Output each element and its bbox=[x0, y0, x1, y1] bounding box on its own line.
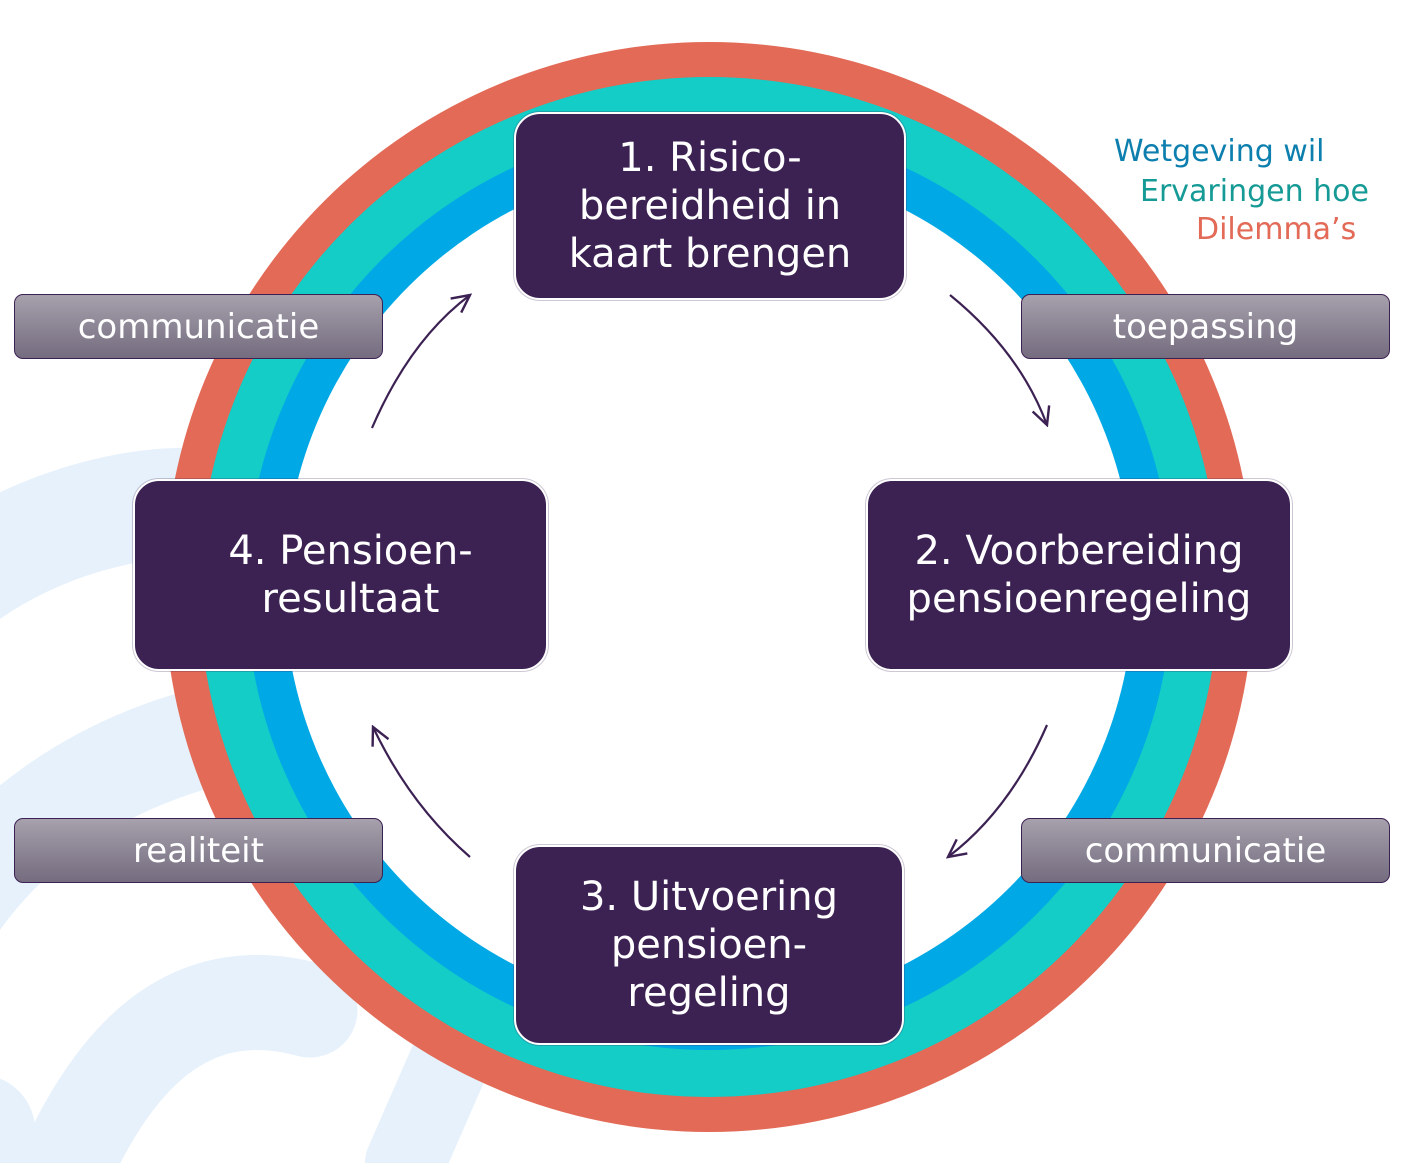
step-3-label: 3. Uitvoering pensioen- regeling bbox=[579, 874, 838, 1016]
center-disc bbox=[284, 162, 1134, 1012]
step-3-box: 3. Uitvoering pensioen- regeling bbox=[514, 845, 904, 1045]
tag-label: toepassing bbox=[1112, 306, 1299, 347]
tag-communicatie-top-left: communicatie bbox=[14, 294, 383, 359]
tag-label: communicatie bbox=[77, 306, 320, 347]
tag-communicatie-bottom-right: communicatie bbox=[1021, 818, 1390, 883]
tag-label: communicatie bbox=[1084, 830, 1327, 871]
step-4-label: 4. Pensioen- resultaat bbox=[228, 528, 473, 622]
legend-ervaringen: Ervaringen hoe bbox=[1140, 174, 1369, 209]
tag-toepassing: toepassing bbox=[1021, 294, 1390, 359]
legend-wetgeving: Wetgeving wil bbox=[1114, 134, 1325, 169]
step-4-box: 4. Pensioen- resultaat bbox=[133, 479, 548, 671]
arrow-step4-to-step1 bbox=[370, 295, 470, 429]
tag-label: realiteit bbox=[133, 830, 264, 871]
arrow-step3-to-step4 bbox=[373, 727, 471, 858]
legend-dilemmas: Dilemma’s bbox=[1196, 212, 1357, 247]
step-2-box: 2. Voorbereiding pensioenregeling bbox=[866, 479, 1292, 671]
arrow-step1-to-step2 bbox=[949, 294, 1047, 425]
tag-realiteit: realiteit bbox=[14, 818, 383, 883]
step-2-label: 2. Voorbereiding pensioenregeling bbox=[906, 528, 1252, 622]
step-1-box: 1. Risico- bereidheid in kaart brengen bbox=[514, 112, 906, 300]
arrow-step2-to-step3 bbox=[948, 724, 1049, 857]
step-1-label: 1. Risico- bereidheid in kaart brengen bbox=[568, 135, 852, 277]
